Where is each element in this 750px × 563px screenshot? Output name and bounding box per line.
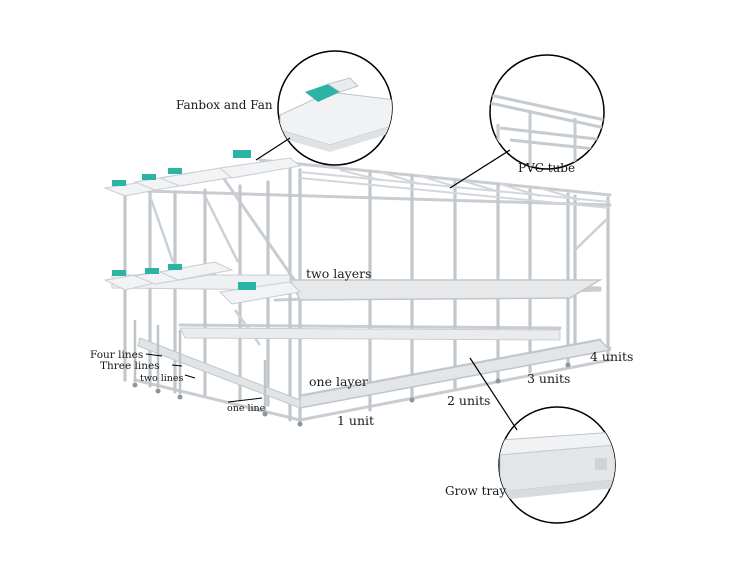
wheel-icon [565,362,571,368]
wheel-icon [177,394,183,400]
wheel-icon [297,421,303,427]
rack-braces [148,195,609,346]
fanbox-callout [255,50,393,166]
leader-lines [145,353,263,403]
wheel-icon [495,378,501,384]
fanbox-icon [158,261,234,281]
units-3-label: 3 units [527,371,571,386]
grow-tray-callout [469,357,616,524]
pvc-tube-callout [449,54,605,189]
two-layers-label: two layers [306,266,372,281]
grow-tray-label: Grow tray [445,484,507,498]
fanbox-icon [218,150,302,179]
two-lines-label: two lines [140,373,184,384]
units-2-label: 2 units [447,393,491,408]
fanbox-icon [218,281,302,305]
one-layer-label: one layer [309,374,368,389]
pvc-tube-label: PVC tube [518,161,576,175]
rack-end-posts [133,320,267,412]
wheel-icon [155,388,161,394]
units-4-label: 4 units [590,349,634,364]
unit-1-label: 1 unit [337,413,375,428]
wheel-icon [262,411,268,417]
top-pvc-grid [299,169,611,209]
three-lines-label: Three lines [100,360,160,372]
rack-wheels [132,362,571,427]
rack-fanboxes [103,150,302,305]
four-lines-label: Four lines [90,349,144,361]
lower-trays [137,327,612,409]
wheel-icon [409,397,415,403]
wheel-icon [132,382,138,388]
one-line-label: one line [227,403,266,414]
fanbox-label: Fanbox and Fan [176,98,273,112]
